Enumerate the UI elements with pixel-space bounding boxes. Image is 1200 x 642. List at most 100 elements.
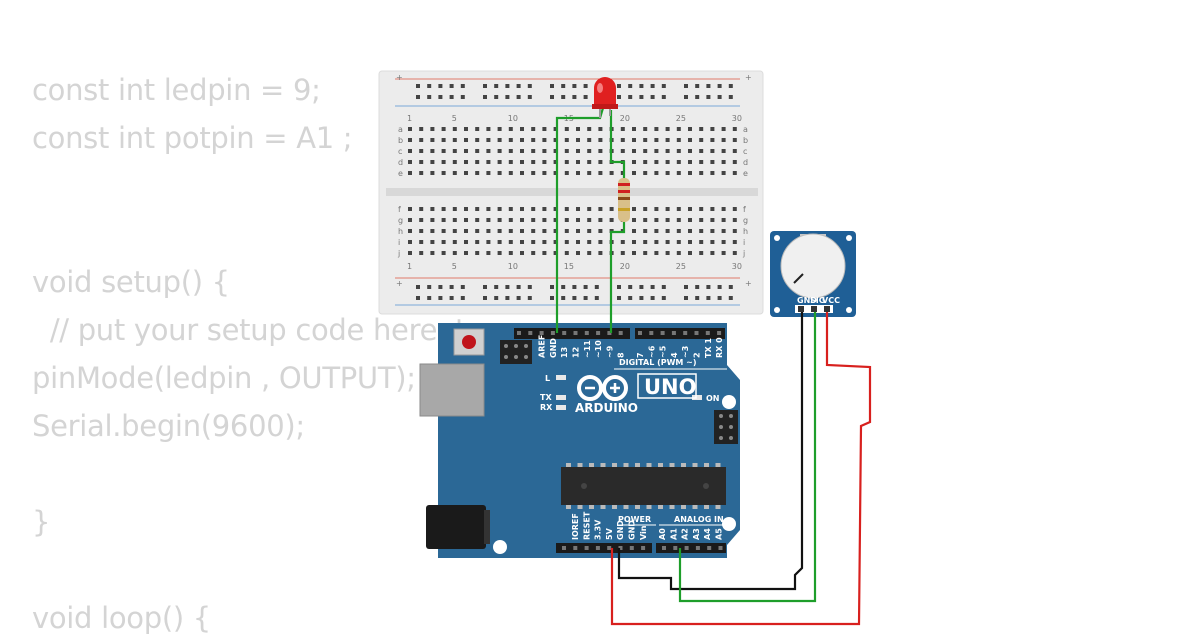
column-label: 5 bbox=[452, 262, 457, 271]
power-jack bbox=[426, 505, 486, 549]
analog-pin-label: A5 bbox=[715, 528, 724, 540]
column-label: 1 bbox=[407, 262, 412, 271]
arduino-logo-icon bbox=[577, 375, 628, 401]
row-label: i bbox=[743, 238, 745, 247]
row-label: f bbox=[743, 205, 746, 214]
column-label: 30 bbox=[732, 262, 742, 271]
wire-pot-signal bbox=[678, 312, 817, 603]
code-line: Serial.begin(9600); bbox=[32, 409, 305, 443]
usb-port bbox=[419, 363, 485, 417]
analog-pin-label: A3 bbox=[692, 528, 701, 540]
analog-pin-label: A2 bbox=[681, 528, 690, 540]
digital-pin-label: ~3 bbox=[681, 346, 690, 358]
power-pin-label: GND bbox=[628, 520, 637, 540]
code-line: void loop() { bbox=[32, 601, 211, 635]
row-label: h bbox=[398, 227, 403, 236]
row-label: b bbox=[743, 136, 748, 145]
wires bbox=[555, 107, 872, 626]
rail-plus-label: + bbox=[396, 73, 403, 82]
column-label: 20 bbox=[620, 262, 630, 271]
resistor[interactable] bbox=[618, 178, 630, 222]
led-on bbox=[692, 395, 702, 400]
row-label: c bbox=[398, 147, 402, 156]
breadboard-holes bbox=[408, 84, 737, 300]
column-label: 10 bbox=[508, 262, 518, 271]
wire-resistor-to-pin9 bbox=[609, 222, 626, 333]
analog-pin-label: A0 bbox=[658, 528, 667, 540]
led-tx-label: TX bbox=[540, 393, 552, 402]
digital-pin-label: 13 bbox=[560, 347, 569, 358]
power-pin-label: GND bbox=[616, 520, 625, 540]
power-header-label: POWER bbox=[618, 515, 651, 524]
column-label: 5 bbox=[452, 114, 457, 123]
row-label: e bbox=[743, 169, 748, 178]
row-label: b bbox=[398, 136, 403, 145]
rail-plus-label: + bbox=[745, 279, 752, 288]
digital-header-left[interactable] bbox=[514, 328, 630, 339]
row-label: i bbox=[398, 238, 400, 247]
rail-plus-label: + bbox=[396, 279, 403, 288]
column-label: 20 bbox=[620, 114, 630, 123]
wire-pot-gnd bbox=[617, 312, 804, 591]
column-label: 15 bbox=[564, 262, 574, 271]
row-label: j bbox=[397, 249, 400, 258]
power-pin-label: 5V bbox=[605, 527, 614, 540]
reset-button-cap[interactable] bbox=[462, 335, 476, 349]
led-l bbox=[556, 375, 566, 380]
digital-pin-holes bbox=[517, 331, 722, 335]
digital-header-right[interactable] bbox=[635, 328, 725, 339]
row-label: c bbox=[743, 147, 747, 156]
digital-pin-label: 2 bbox=[693, 352, 702, 358]
power-header[interactable] bbox=[556, 543, 652, 553]
digital-pin-label: AREF bbox=[538, 335, 547, 358]
potentiometer-knob[interactable] bbox=[780, 233, 846, 299]
potentiometer-pin-label: VCC bbox=[822, 296, 840, 305]
wire-led-to-gnd bbox=[555, 107, 605, 333]
led-on-label: ON bbox=[706, 394, 720, 403]
board-brand: ARDUINO bbox=[575, 401, 638, 415]
power-pin-label: RESET bbox=[582, 511, 591, 540]
column-label: 10 bbox=[508, 114, 518, 123]
code-line: const int ledpin = 9; bbox=[32, 73, 321, 107]
code-line: } bbox=[32, 505, 51, 539]
potentiometer-pin-label: SIG bbox=[810, 296, 825, 305]
digital-pin-label: 7 bbox=[636, 352, 645, 358]
digital-pin-label: ~10 bbox=[594, 340, 603, 358]
column-label: 25 bbox=[676, 114, 686, 123]
column-label: 25 bbox=[676, 262, 686, 271]
icsp-header bbox=[500, 340, 532, 364]
row-label: h bbox=[743, 227, 748, 236]
row-label: a bbox=[398, 125, 403, 134]
icsp-header-right bbox=[714, 410, 738, 444]
led-rx bbox=[556, 405, 566, 410]
led-l-label: L bbox=[545, 374, 550, 383]
digital-header-label: DIGITAL (PWM ~) bbox=[619, 358, 697, 367]
digital-pin-label: 12 bbox=[572, 347, 581, 358]
digital-pin-label: ~6 bbox=[647, 345, 656, 358]
row-label: e bbox=[398, 169, 403, 178]
row-label: g bbox=[743, 216, 748, 225]
digital-pin-label: RX 0 bbox=[715, 337, 724, 358]
digital-pin-label: ~9 bbox=[605, 345, 614, 358]
power-pin-label: Vin bbox=[639, 525, 648, 540]
led-red[interactable] bbox=[592, 77, 618, 118]
digital-pin-label: 4 bbox=[670, 352, 679, 358]
row-label: d bbox=[398, 158, 403, 167]
digital-pin-label: ~5 bbox=[659, 345, 668, 358]
code-line: const int potpin = A1 ; bbox=[32, 121, 353, 155]
row-label: f bbox=[398, 205, 401, 214]
analog-header[interactable] bbox=[656, 543, 726, 553]
potentiometer-pin-label: GND bbox=[797, 296, 817, 305]
row-label: a bbox=[743, 125, 748, 134]
row-label: d bbox=[743, 158, 748, 167]
rail-plus-label: + bbox=[745, 73, 752, 82]
code-line: void setup() { bbox=[32, 265, 230, 299]
analog-pin-label: A1 bbox=[669, 528, 678, 540]
digital-pin-label: GND bbox=[549, 338, 558, 358]
